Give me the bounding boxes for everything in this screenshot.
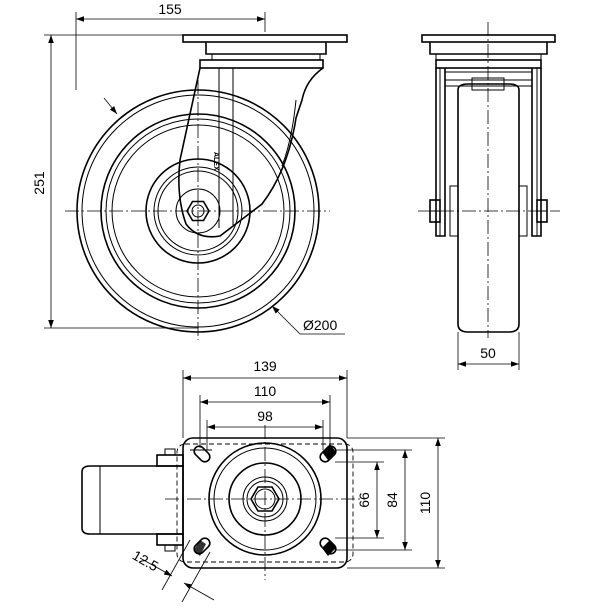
front-view: ALEX 155 251 Ø200 [31,1,348,340]
fork-arm-front [178,67,324,238]
dim-label-50: 50 [480,345,496,361]
dim-label-12-5: 12.5 [130,547,162,575]
top-plate-side [421,34,556,69]
dim-label-155: 155 [158,1,182,17]
bolt-slots [190,444,337,556]
kingpin-nut-icon [250,486,280,512]
dim-label-110-vertical: 110 [417,492,433,515]
dim-label-66: 66 [356,492,372,508]
dim-bolt-spacing-short: 98 [206,408,324,450]
dim-overall-height: 251 [31,34,198,329]
wheel-plan [81,448,184,552]
dim-top-width: 155 [75,1,266,90]
dim-wheel-width: 50 [457,332,520,370]
dim-bolt-spacing-vertical-inner: 66 [335,461,384,539]
dim-label-diameter: Ø200 [303,317,337,333]
side-view: 50 [418,22,560,370]
dim-bolt-spacing-long: 110 [199,383,331,448]
dim-plate-height: 110 [347,437,445,569]
dim-label-84: 84 [384,492,400,508]
dim-label-251: 251 [31,171,47,195]
dim-bolt-spacing-vertical: 84 [335,449,412,551]
wheel-side [429,83,548,333]
top-plate-front [182,34,348,69]
dim-label-139: 139 [253,358,277,374]
brand-logo-text: ALEX [212,152,219,171]
dim-wheel-diameter: Ø200 [271,305,345,335]
dim-label-110-horizontal: 110 [254,383,277,399]
plan-view: 139 110 98 110 84 [81,358,445,603]
dim-label-98: 98 [257,408,273,424]
dim-plate-width: 139 [182,358,348,438]
